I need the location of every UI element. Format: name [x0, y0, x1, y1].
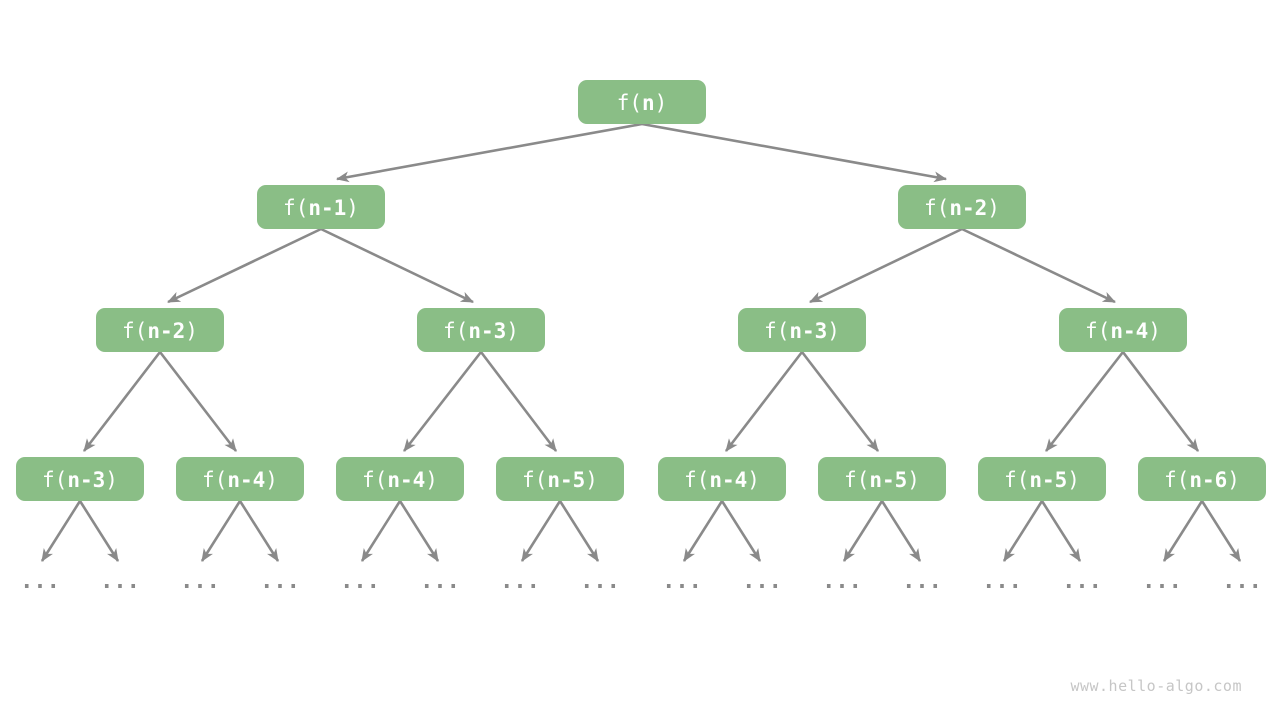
- tree-node-label: f(n-2): [924, 196, 1000, 220]
- edge-arrow: [167, 227, 322, 304]
- tree-node-label: f(n-4): [362, 468, 438, 492]
- tree-node: f(n-3): [417, 308, 545, 352]
- tree-node-label: f(n-3): [443, 319, 519, 343]
- tree-node-label: f(n-3): [42, 468, 118, 492]
- tree-node-label: f(n-1): [283, 196, 359, 220]
- edge-arrow: [720, 500, 762, 562]
- ellipsis: ...: [982, 569, 1022, 594]
- edge-arrow: [1121, 351, 1200, 452]
- tree-node: f(n-4): [176, 457, 304, 501]
- ellipsis: ...: [180, 569, 220, 594]
- ellipsis: ...: [420, 569, 460, 594]
- tree-node: f(n-3): [738, 308, 866, 352]
- ellipsis: ...: [742, 569, 782, 594]
- edge-arrow: [479, 351, 558, 452]
- ellipsis: ...: [1222, 569, 1262, 594]
- tree-node: f(n-6): [1138, 457, 1266, 501]
- tree-node: f(n-2): [96, 308, 224, 352]
- edge-arrow: [403, 351, 483, 452]
- tree-node-label: f(n-5): [844, 468, 920, 492]
- edge-arrow: [641, 122, 948, 183]
- ellipsis: ...: [340, 569, 380, 594]
- edge-arrow: [238, 500, 280, 562]
- edge-arrow: [842, 500, 884, 562]
- tree-node-label: f(n-5): [522, 468, 598, 492]
- ellipsis: ...: [20, 569, 60, 594]
- ellipsis: ...: [580, 569, 620, 594]
- tree-node-label: f(n-5): [1004, 468, 1080, 492]
- ellipsis: ...: [100, 569, 140, 594]
- edge-arrow: [1002, 500, 1044, 562]
- edge-arrow: [880, 500, 922, 562]
- ellipsis: ...: [662, 569, 702, 594]
- tree-node: f(n-4): [1059, 308, 1187, 352]
- tree-node: f(n-4): [658, 457, 786, 501]
- tree-node: f(n-5): [496, 457, 624, 501]
- edge-arrow: [82, 351, 162, 452]
- tree-node: f(n-5): [978, 457, 1106, 501]
- edge-arrow: [360, 500, 402, 562]
- tree-node-label: f(n-4): [1085, 319, 1161, 343]
- ellipsis: ...: [902, 569, 942, 594]
- tree-node: f(n-1): [257, 185, 385, 229]
- tree-node: f(n-5): [818, 457, 946, 501]
- tree-node: f(n): [578, 80, 706, 124]
- watermark: www.hello-algo.com: [1070, 677, 1242, 695]
- edge-arrow: [520, 500, 562, 562]
- tree-node-label: f(n-3): [764, 319, 840, 343]
- edge-arrow: [398, 500, 440, 562]
- ellipsis: ...: [1142, 569, 1182, 594]
- tree-node-label: f(n-2): [122, 319, 198, 343]
- tree-node-label: f(n-6): [1164, 468, 1240, 492]
- tree-node-label: f(n-4): [202, 468, 278, 492]
- edge-arrow: [158, 351, 238, 452]
- edge-arrow: [335, 122, 643, 183]
- edge-arrow: [800, 351, 880, 452]
- edge-arrow: [40, 500, 82, 562]
- edge-arrow: [320, 227, 474, 304]
- edge-arrow: [1200, 500, 1242, 562]
- edge-arrow: [724, 351, 804, 452]
- tree-node: f(n-4): [336, 457, 464, 501]
- edge-arrow: [1040, 500, 1082, 562]
- edge-arrow: [961, 227, 1116, 304]
- tree-node: f(n-3): [16, 457, 144, 501]
- edge-arrow: [809, 227, 963, 304]
- ellipsis: ...: [822, 569, 862, 594]
- ellipsis: ...: [1062, 569, 1102, 594]
- tree-node-label: f(n): [617, 91, 668, 115]
- tree-node: f(n-2): [898, 185, 1026, 229]
- edge-arrow: [558, 500, 600, 562]
- edge-arrow: [78, 500, 120, 562]
- edge-arrow: [200, 500, 242, 562]
- edge-arrow: [1162, 500, 1204, 562]
- ellipsis: ...: [260, 569, 300, 594]
- edge-arrow: [1045, 351, 1125, 452]
- tree-node-label: f(n-4): [684, 468, 760, 492]
- ellipsis: ...: [500, 569, 540, 594]
- edge-arrow: [682, 500, 724, 562]
